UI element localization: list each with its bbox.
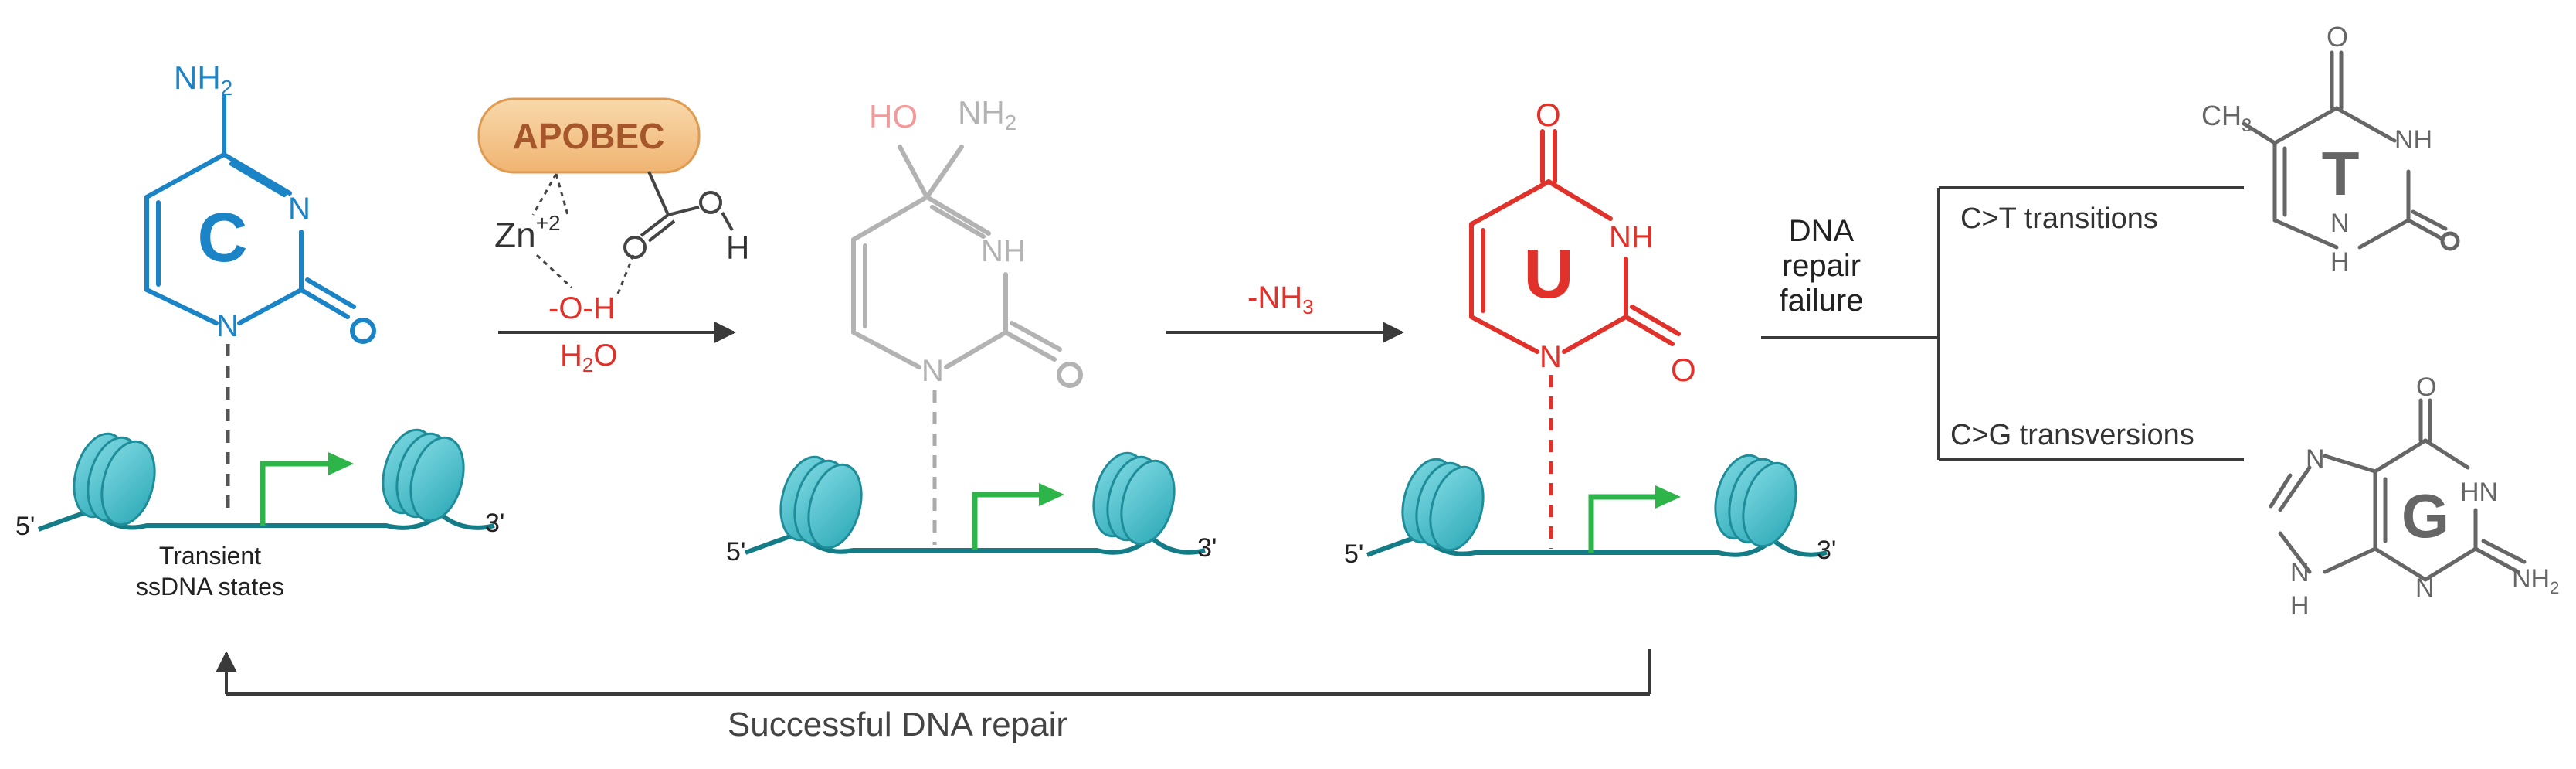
failure-label-line1: DNA bbox=[1789, 214, 1855, 248]
uracil-n1: N bbox=[1539, 340, 1562, 374]
promoter-arrow bbox=[972, 492, 1043, 550]
guanine-n9: N bbox=[2290, 558, 2310, 587]
nucleosome-left bbox=[1401, 458, 1485, 552]
uracil-o4: O bbox=[1536, 97, 1561, 133]
chromatin-segment-3 bbox=[1366, 454, 1828, 557]
uracil-nh: NH bbox=[1609, 220, 1654, 254]
apobec-pill bbox=[477, 97, 701, 174]
thymine-methyl: CH3 bbox=[2201, 100, 2252, 136]
intermediate-hydroxyl: HO bbox=[869, 98, 918, 134]
deamination-label: -NH3 bbox=[1247, 281, 1314, 318]
nucleosome-right bbox=[382, 428, 465, 522]
hydroxide-label: -O-H bbox=[548, 291, 616, 325]
transient-label-line2: ssDNA states bbox=[136, 573, 284, 601]
guanine-h9: H bbox=[2290, 591, 2310, 621]
intermediate-structure bbox=[851, 145, 1083, 388]
cytosine-n1: N bbox=[216, 309, 239, 343]
guanine-o6: O bbox=[2416, 373, 2436, 402]
guanine-hn: HN bbox=[2460, 478, 2498, 507]
uracil-structure bbox=[1469, 129, 1681, 354]
guanine-n7: N bbox=[2306, 444, 2325, 474]
promoter-arrowhead bbox=[1039, 483, 1064, 506]
carboxyl-hydrogen: H bbox=[726, 230, 749, 266]
guanine-n3: N bbox=[2415, 573, 2435, 603]
cytosine-n3: N bbox=[288, 192, 311, 226]
intermediate-n1: N bbox=[921, 354, 944, 388]
dna-strand bbox=[1366, 533, 1828, 557]
uracil-o2: O bbox=[1671, 352, 1696, 388]
apobec-label: APOBEC bbox=[513, 116, 665, 156]
strand-3prime-3: 3' bbox=[1817, 536, 1836, 565]
promoter-arrow bbox=[260, 461, 332, 526]
nucleosome-right bbox=[1092, 451, 1176, 546]
strand-5prime-3: 5' bbox=[1344, 539, 1363, 569]
guanine-amine: NH2 bbox=[2512, 564, 2559, 597]
thymine-letter: T bbox=[2322, 139, 2360, 208]
cytosine-letter: C bbox=[198, 199, 248, 277]
zinc-label: Zn+2 bbox=[494, 211, 561, 255]
intermediate-nh: NH bbox=[981, 234, 1026, 268]
strand-5prime-1: 5' bbox=[15, 512, 35, 541]
promoter-arrowhead bbox=[328, 452, 354, 475]
chromatin-segment-2 bbox=[744, 451, 1206, 555]
thymine-nh: NH bbox=[2394, 125, 2432, 155]
strand-3prime-1: 3' bbox=[485, 509, 504, 538]
apobec-coordination bbox=[531, 173, 635, 294]
repair-label: Successful DNA repair bbox=[728, 706, 1067, 743]
failure-label-line3: failure bbox=[1780, 284, 1864, 318]
transversions-label: C>G transversions bbox=[1950, 419, 2194, 451]
thymine-n1: N bbox=[2330, 209, 2350, 238]
cytosine-amine: NH2 bbox=[174, 60, 232, 100]
water-label: H2O bbox=[560, 339, 617, 376]
dna-strand bbox=[37, 507, 495, 532]
guanine-structure bbox=[2269, 398, 2527, 582]
transitions-label: C>T transitions bbox=[1960, 202, 2158, 235]
nucleosome-left bbox=[73, 432, 156, 526]
strand-5prime-2: 5' bbox=[726, 537, 745, 567]
nucleosome-right bbox=[1714, 454, 1797, 548]
strand-3prime-2: 3' bbox=[1197, 533, 1217, 563]
thymine-o4: O bbox=[2327, 21, 2348, 53]
uracil-letter: U bbox=[1524, 236, 1574, 313]
chromatin-segment-1 bbox=[37, 428, 495, 532]
nucleosome-left bbox=[779, 455, 863, 550]
failure-branch bbox=[1761, 186, 2244, 461]
cytosine-structure bbox=[144, 94, 376, 344]
guanine-letter: G bbox=[2401, 481, 2449, 550]
thymine-structure bbox=[2242, 50, 2460, 251]
carboxylate bbox=[623, 171, 734, 259]
failure-label-line2: repair bbox=[1782, 249, 1861, 283]
transient-label-line1: Transient bbox=[159, 542, 261, 570]
promoter-arrow bbox=[1588, 494, 1659, 553]
thymine-h1: H bbox=[2330, 247, 2350, 277]
intermediate-amine: NH2 bbox=[958, 94, 1016, 134]
promoter-arrowhead bbox=[1655, 485, 1681, 509]
repair-loop bbox=[216, 649, 1651, 696]
